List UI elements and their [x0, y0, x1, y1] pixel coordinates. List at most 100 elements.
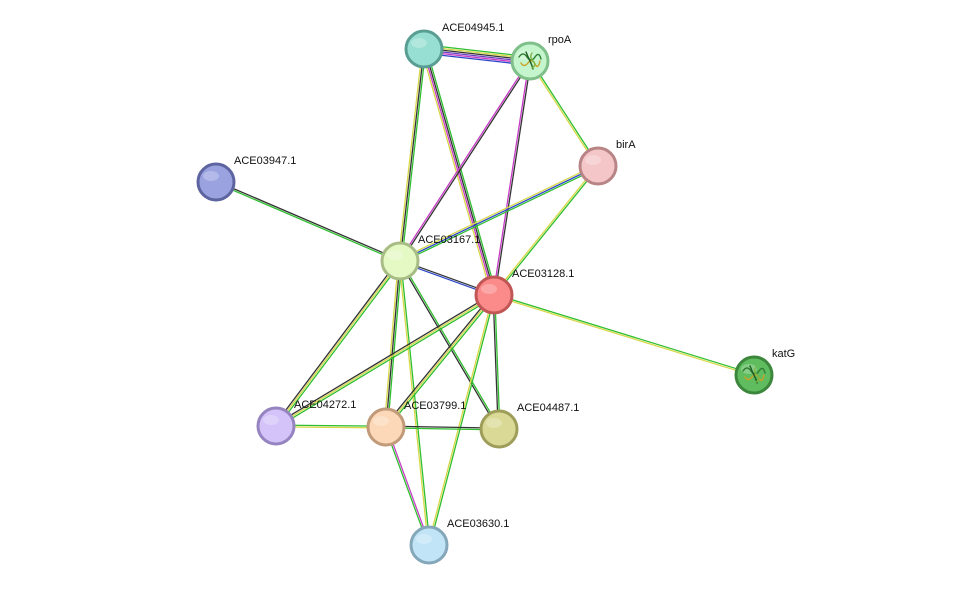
node-ACE04945.1[interactable]: ACE04945.1	[404, 22, 504, 69]
node-highlight	[486, 418, 502, 428]
edge-evidence-yellow	[275, 294, 495, 427]
node-circle[interactable]	[380, 241, 420, 281]
edge-evidence-black	[385, 260, 401, 428]
edge-evidence-yellow	[528, 61, 598, 167]
edge-evidence-magenta	[492, 60, 530, 295]
node-label: ACE03167.1	[418, 234, 480, 246]
node-circle[interactable]	[409, 525, 449, 565]
node-highlight	[373, 416, 389, 426]
edge-evidence-green	[276, 261, 402, 428]
nodes-layer: ACE04945.1 rpoA birA ACE03947.1ACE03167.1AC…	[196, 22, 795, 565]
edge-ACE03167.1-ACE03799.1[interactable]	[383, 260, 403, 428]
edge-evidence-black	[216, 180, 401, 261]
node-highlight	[585, 155, 601, 165]
protein-structure-strand	[518, 53, 542, 61]
node-highlight	[481, 284, 497, 294]
edge-rpoA-ACE03128.1[interactable]	[492, 60, 532, 296]
edge-evidence-green	[425, 48, 498, 295]
node-label: rpoA	[548, 34, 572, 46]
edge-ACE04945.1-ACE03167.1[interactable]	[397, 48, 427, 262]
node-ACE03799.1[interactable]: ACE03799.1	[366, 400, 466, 447]
protein-structure-strand	[742, 367, 766, 375]
edge-evidence-green	[386, 295, 496, 429]
edge-ACE03167.1-ACE03630.1[interactable]	[398, 260, 431, 546]
edge-rpoA-ACE03167.1[interactable]	[398, 60, 532, 262]
edge-ACE03128.1-ACE03799.1[interactable]	[384, 293, 496, 429]
edge-ACE03167.1-ACE04272.1[interactable]	[274, 259, 402, 428]
protein-structure-icon	[742, 365, 766, 384]
edge-birA-ACE03167.1[interactable]	[398, 163, 600, 264]
node-label: ACE03630.1	[447, 518, 509, 530]
node-highlight	[387, 250, 403, 260]
node-birA[interactable]: birA	[578, 139, 636, 186]
edge-evidence-black	[424, 48, 496, 295]
node-circle[interactable]	[474, 275, 514, 315]
edge-evidence-yellow	[398, 261, 429, 546]
protein-structure-strand	[520, 60, 541, 68]
node-label: ACE04945.1	[442, 22, 504, 34]
edge-evidence-green	[384, 427, 429, 546]
node-circle[interactable]	[256, 406, 296, 446]
protein-structure-strand	[525, 51, 534, 70]
edge-ACE03128.1-ACE03630.1[interactable]	[427, 294, 496, 546]
node-circle[interactable]	[404, 29, 444, 69]
edge-evidence-green	[494, 294, 501, 429]
node-label: ACE04487.1	[517, 402, 579, 414]
node-label: ACE03128.1	[512, 268, 574, 280]
edge-evidence-green	[494, 166, 600, 296]
edge-evidence-yellow	[275, 260, 401, 427]
node-label: katG	[772, 348, 795, 360]
node-ACE03128.1[interactable]: ACE03128.1	[474, 268, 574, 315]
node-ACE04272.1[interactable]: ACE04272.1	[256, 399, 356, 446]
edge-ACE03128.1-katG[interactable]	[493, 293, 755, 377]
edge-evidence-black	[494, 61, 532, 296]
node-ACE03947.1[interactable]: ACE03947.1	[196, 155, 296, 202]
edge-rpoA-birA[interactable]	[528, 60, 600, 167]
edge-ACE03167.1-ACE04487.1[interactable]	[398, 260, 501, 430]
edge-evidence-green	[215, 182, 400, 263]
edge-ACE03128.1-ACE04272.1[interactable]	[274, 292, 496, 429]
node-label: birA	[616, 139, 636, 151]
edge-ACE03947.1-ACE03167.1[interactable]	[215, 180, 401, 263]
node-ACE03630.1[interactable]: ACE03630.1	[409, 518, 509, 565]
node-rpoA[interactable]: rpoA	[510, 34, 572, 81]
edge-evidence-green	[276, 295, 496, 429]
edge-ACE03799.1-ACE03630.1[interactable]	[384, 426, 431, 546]
edge-evidence-yellow	[398, 163, 598, 261]
edge-birA-ACE03128.1[interactable]	[492, 165, 600, 296]
edge-evidence-yellow	[383, 260, 399, 427]
edge-evidence-yellow	[385, 294, 495, 428]
edge-evidence-yellow	[397, 48, 423, 261]
edge-evidence-magenta	[386, 426, 431, 545]
edge-evidence-green	[400, 260, 501, 429]
protein-structure-strand	[530, 52, 536, 69]
edge-evidence-green	[400, 260, 431, 545]
node-circle[interactable]	[578, 146, 618, 186]
edge-evidence-green	[429, 295, 496, 546]
edge-evidence-black	[274, 259, 400, 426]
node-circle[interactable]	[366, 407, 406, 447]
edge-evidence-green	[494, 293, 755, 375]
edge-evidence-green	[530, 60, 600, 166]
protein-structure-strand	[754, 366, 760, 383]
node-highlight	[411, 38, 427, 48]
edge-ACE03128.1-ACE04487.1[interactable]	[492, 294, 501, 430]
edge-evidence-green	[387, 261, 403, 428]
node-circle[interactable]	[196, 162, 236, 202]
node-circle[interactable]	[479, 409, 519, 449]
edge-evidence-black	[274, 292, 494, 426]
edge-evidence-green	[400, 166, 600, 264]
node-katG[interactable]: katG	[734, 348, 795, 395]
node-ACE04487.1[interactable]: ACE04487.1	[479, 402, 579, 449]
protein-structure-strand	[749, 365, 758, 384]
node-ACE03167.1[interactable]: ACE03167.1	[380, 234, 480, 281]
edge-evidence-green	[401, 49, 427, 262]
node-highlight	[203, 171, 219, 181]
edge-evidence-blue	[399, 165, 599, 262]
edge-evidence-black	[492, 295, 499, 430]
edge-evidence-black	[398, 261, 499, 430]
protein-structure-icon	[518, 51, 542, 70]
node-label: ACE03799.1	[404, 400, 466, 412]
node-label: ACE03947.1	[234, 155, 296, 167]
